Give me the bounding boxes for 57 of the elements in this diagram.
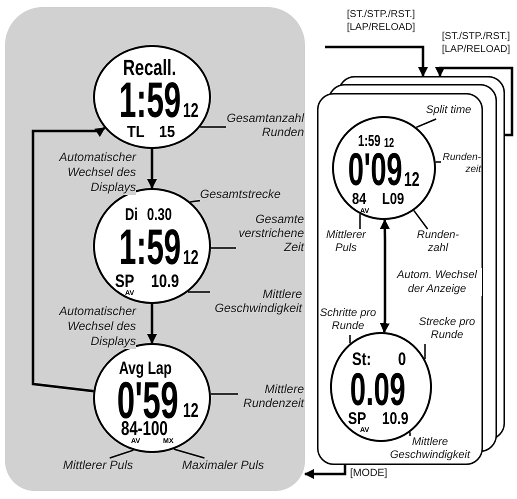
leader-line bbox=[349, 335, 351, 344]
arrow bbox=[380, 219, 390, 334]
leader-line bbox=[109, 449, 134, 459]
callout-text: Runden- zahl bbox=[416, 229, 460, 255]
display-reading: 1:59 bbox=[119, 222, 182, 272]
arrow bbox=[147, 304, 157, 344]
display-reading: St: bbox=[352, 350, 372, 368]
callout-text: Gesamtanzahl Runden bbox=[226, 111, 304, 139]
display-reading: 12 bbox=[384, 136, 394, 149]
callout-text: Gesamte verstrichene Zeit bbox=[238, 212, 304, 254]
arrow bbox=[435, 66, 514, 136]
display-reading: TL bbox=[127, 125, 145, 141]
display-reading: SP bbox=[348, 410, 366, 427]
arrow bbox=[304, 465, 346, 479]
callout-text: Split time bbox=[426, 104, 472, 117]
display-reading: 15 bbox=[159, 125, 176, 141]
display-reading: 0.09 bbox=[350, 366, 406, 412]
screen-card-stack bbox=[317, 76, 505, 465]
callout-text: Mittlere Rundenzeit bbox=[242, 382, 304, 410]
display-reading: 0.30 bbox=[147, 206, 172, 223]
arrow bbox=[325, 46, 428, 77]
arrow bbox=[147, 149, 157, 189]
leader-line bbox=[424, 344, 426, 360]
display-reading: 84-100 bbox=[121, 419, 168, 439]
display-reading: 12 bbox=[404, 170, 420, 190]
leader-line bbox=[416, 118, 436, 128]
callout-text: Runden- zeit bbox=[442, 152, 481, 176]
callout-text: Maximaler Puls bbox=[182, 458, 266, 472]
display-reading: 0 bbox=[398, 350, 406, 368]
display-reading: SP bbox=[115, 272, 134, 290]
display-reading: L09 bbox=[382, 192, 404, 208]
leader-line bbox=[190, 200, 200, 203]
callout-text: Strecke pro Runde bbox=[418, 316, 476, 342]
display-reading: 84 bbox=[352, 192, 366, 208]
leader-line bbox=[200, 126, 226, 128]
callout-text: Mittlerer Puls bbox=[62, 458, 133, 472]
leader-line bbox=[359, 214, 361, 229]
display-reading: 12 bbox=[183, 248, 199, 268]
display-reading: 10.9 bbox=[382, 410, 408, 427]
callout-text: Mittlerer Puls bbox=[325, 229, 368, 255]
callout-text: Schritte pro Runde bbox=[318, 307, 378, 333]
display-reading: 12 bbox=[183, 401, 199, 421]
display-reading: Di bbox=[125, 206, 138, 223]
display-reading: 10.9 bbox=[151, 272, 180, 290]
display-reading: 12 bbox=[183, 101, 199, 121]
callout-text: Gesamtstrecke bbox=[200, 187, 282, 201]
leader-line bbox=[174, 448, 205, 459]
leader-line bbox=[188, 291, 210, 293]
panel-background bbox=[5, 7, 305, 491]
leader-line bbox=[210, 247, 236, 249]
leader-line bbox=[413, 210, 428, 230]
leader-line bbox=[409, 432, 411, 436]
arrow bbox=[32, 126, 106, 392]
callout-text: Mittlere Geschwindigkeit bbox=[214, 287, 302, 315]
leader-line bbox=[436, 161, 441, 163]
leader-line bbox=[210, 393, 238, 395]
callout-text: Mittlere Geschwindigkeit bbox=[388, 436, 472, 462]
